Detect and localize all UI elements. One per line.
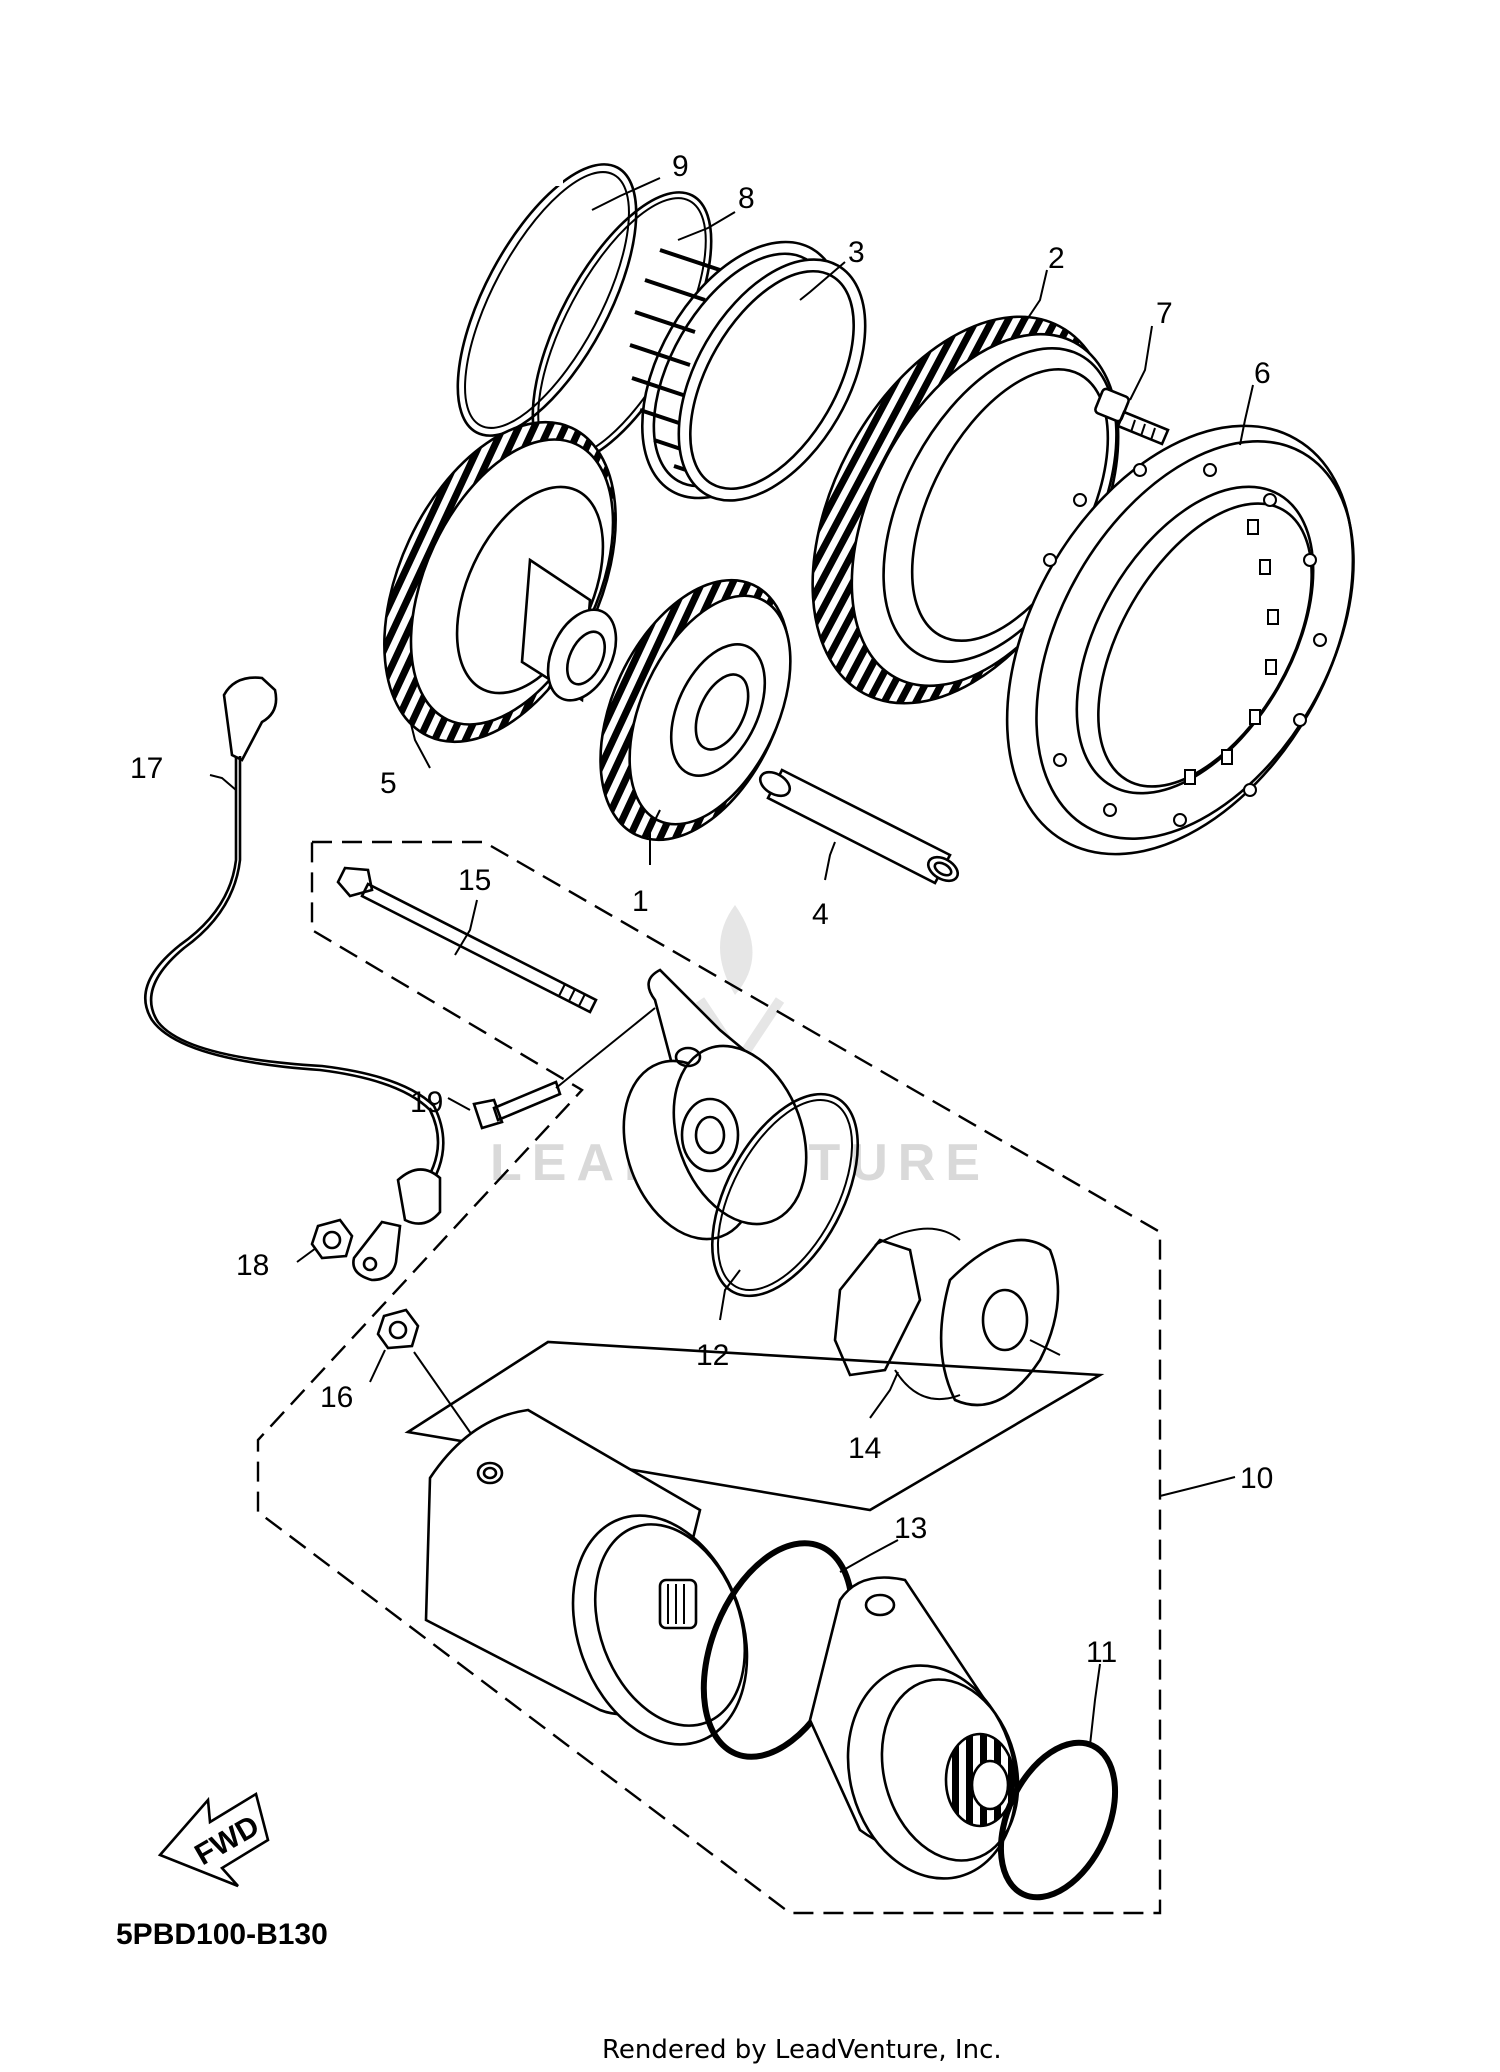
diagram-code: 5PBD100-B130 [116,1918,328,1951]
fwd-arrow-icon: FWD [157,1791,270,1888]
part-19-bolt[interactable] [472,1007,656,1130]
callout-2: 2 [1048,242,1065,275]
callout-15: 15 [458,864,491,897]
callout-8: 8 [738,182,755,215]
part-1-small-gear[interactable] [562,550,827,869]
part-12-o-ring[interactable] [682,1071,888,1320]
part-11-o-ring[interactable] [978,1725,1138,1916]
callout-5: 5 [380,767,397,800]
part-3-roller-bearing[interactable] [601,208,904,533]
callout-11: 11 [1086,1636,1117,1669]
callout-6: 6 [1254,357,1271,390]
part-15-through-bolt[interactable] [336,866,598,1014]
starter-front-cover[interactable] [600,968,829,1258]
part-7-bolt[interactable] [1094,387,1170,446]
part-2-large-gear[interactable] [751,266,1173,753]
credit-text: Rendered by LeadVenture, Inc. [602,2035,1002,2065]
callout-17: 17 [130,752,163,785]
callout-10: 10 [1240,1462,1273,1495]
callout-14: 14 [848,1432,881,1465]
part-17-lead-wire[interactable] [143,676,445,1282]
callout-18: 18 [236,1249,269,1282]
part-6-clutch-housing[interactable] [936,365,1424,915]
part-14-brush-holder[interactable] [833,1227,1061,1407]
part-18-nut[interactable] [310,1218,354,1260]
part-9-circlip[interactable] [422,138,672,461]
callouts: 9 8 3 2 7 6 5 1 4 17 15 19 18 16 12 14 1… [130,150,1273,1669]
callout-4: 4 [812,898,829,931]
callout-16: 16 [320,1381,353,1414]
starter-motor-body[interactable] [424,1408,777,1769]
part-5-idler-gear[interactable] [338,386,663,779]
callout-1: 1 [632,885,649,918]
callout-12: 12 [696,1339,729,1372]
starter-rear-cover[interactable] [808,1576,1039,1898]
leader-lines [209,177,1254,1746]
callout-13: 13 [894,1512,927,1545]
assembly-outline [256,840,1162,1915]
callout-19: 19 [410,1086,443,1119]
callout-7: 7 [1156,297,1173,330]
callout-9: 9 [672,150,689,183]
motor-frame-outline [404,1340,1105,1512]
callout-3: 3 [848,236,865,269]
part-4-shaft[interactable] [756,767,962,885]
